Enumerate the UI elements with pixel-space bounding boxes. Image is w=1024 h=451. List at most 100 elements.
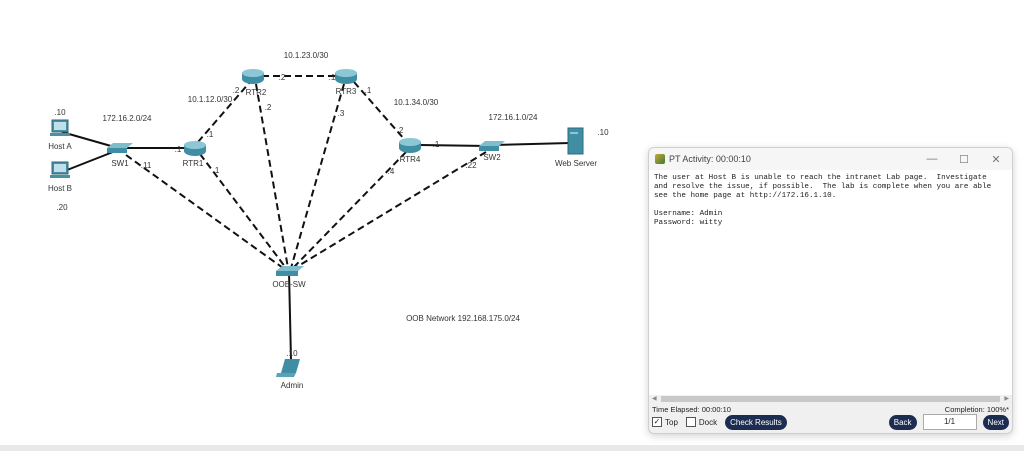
horizontal-scrollbar[interactable]: ◀ ▶ bbox=[649, 395, 1012, 403]
host-a[interactable]: Host A bbox=[48, 119, 72, 151]
dock-label: Dock bbox=[698, 417, 718, 427]
rtr1-oob-ip: .1 bbox=[213, 166, 220, 175]
status-row: Time Elapsed: 00:00:10 Completion: 100%* bbox=[652, 405, 1009, 414]
link-rtr3-rtr4 bbox=[353, 81, 406, 141]
laptop-icon bbox=[281, 359, 300, 373]
rtr4-r3-ip: .2 bbox=[397, 126, 404, 135]
pc-screen bbox=[54, 164, 66, 172]
server-slot bbox=[570, 132, 578, 134]
maximize-button[interactable]: ☐ bbox=[959, 153, 969, 166]
link-oob-rtr3 bbox=[290, 83, 345, 269]
rtr2[interactable]: RTR2 bbox=[242, 69, 267, 97]
link-oob-admin bbox=[288, 271, 292, 361]
pc-keyboard bbox=[50, 133, 70, 136]
router-top bbox=[399, 138, 421, 146]
host-b-ip: .20 bbox=[56, 203, 68, 212]
instructions-text: The user at Host B is unable to reach th… bbox=[654, 174, 992, 227]
title-bar[interactable]: PT Activity: 00:00:10 — ☐ ✕ bbox=[649, 148, 1012, 170]
switch-icon bbox=[107, 143, 133, 148]
pc-keyboard bbox=[50, 175, 70, 178]
server-icon bbox=[567, 127, 584, 155]
net23-label: 10.1.23.0/30 bbox=[284, 51, 329, 60]
admin-ip: .10 bbox=[286, 349, 298, 358]
oob-network-label: OOB Network 192.168.175.0/24 bbox=[406, 314, 520, 323]
sw1[interactable]: SW1 bbox=[107, 143, 133, 168]
router-top bbox=[184, 141, 206, 149]
sw2-oob-ip: .22 bbox=[465, 161, 477, 170]
instructions-pane[interactable]: The user at Host B is unable to reach th… bbox=[649, 170, 1012, 395]
rtr1-g-ip: .1 bbox=[175, 145, 182, 154]
rtr3-label: RTR3 bbox=[336, 87, 357, 96]
page-indicator[interactable]: 1/1 bbox=[922, 414, 977, 430]
router-top bbox=[242, 69, 264, 77]
rtr4[interactable]: RTR4 bbox=[399, 138, 421, 164]
packet-tracer-icon bbox=[655, 154, 665, 164]
rtr4-label: RTR4 bbox=[400, 155, 421, 164]
link-sw2-server bbox=[491, 142, 571, 146]
top-checkbox[interactable]: ✓ bbox=[652, 417, 662, 427]
link-oob-rtr1 bbox=[199, 153, 287, 269]
oob-sw-label: OOB-SW bbox=[272, 280, 306, 289]
admin[interactable]: Admin bbox=[276, 359, 303, 390]
scrollbar-thumb[interactable] bbox=[661, 396, 1000, 402]
top-label: Top bbox=[665, 417, 678, 427]
link-hostb-sw1 bbox=[61, 149, 119, 173]
next-button[interactable]: Next bbox=[982, 414, 1009, 430]
rtr3-oob-ip: .3 bbox=[338, 109, 345, 118]
window-title: PT Activity: 00:00:10 bbox=[669, 154, 751, 164]
switch-icon bbox=[479, 141, 505, 146]
link-oob-rtr2 bbox=[255, 83, 289, 269]
completion: Completion: 100%* bbox=[944, 405, 1009, 414]
minimize-button[interactable]: — bbox=[926, 153, 938, 165]
rtr1-r2-ip: .1 bbox=[207, 130, 214, 139]
time-elapsed: Time Elapsed: 00:00:10 bbox=[652, 405, 731, 414]
net34-label: 10.1.34.0/30 bbox=[394, 98, 439, 107]
link-rtr4-sw2 bbox=[419, 144, 489, 147]
laptop-base bbox=[276, 373, 296, 377]
rtr3-r4-ip: .1 bbox=[365, 86, 372, 95]
link-hosta-sw1 bbox=[61, 131, 119, 149]
switch-body bbox=[479, 146, 499, 151]
rtr4-g-ip: .1 bbox=[433, 140, 440, 149]
sw1-oob-ip: .11 bbox=[141, 161, 152, 170]
scroll-left-icon[interactable]: ◀ bbox=[652, 396, 657, 402]
sw2[interactable]: SW2 bbox=[479, 141, 505, 162]
router-top bbox=[335, 69, 357, 77]
scroll-right-icon[interactable]: ▶ bbox=[1004, 396, 1009, 402]
link-rtr1-rtr2 bbox=[197, 81, 251, 143]
bottom-scrollbar[interactable] bbox=[0, 445, 1024, 451]
dock-checkbox[interactable] bbox=[685, 417, 696, 427]
lan2-label: 172.16.2.0/24 bbox=[103, 114, 152, 123]
close-button[interactable]: ✕ bbox=[991, 153, 1001, 166]
web-server[interactable]: Web Server bbox=[555, 127, 597, 168]
host-b[interactable]: Host B bbox=[48, 161, 72, 193]
switch-body bbox=[107, 148, 127, 153]
net12-label: 10.1.12.0/30 bbox=[188, 95, 233, 104]
check-results-button[interactable]: Check Results bbox=[725, 414, 787, 430]
sw2-label: SW2 bbox=[483, 153, 501, 162]
link-oob-sw1 bbox=[125, 154, 284, 269]
sw1-label: SW1 bbox=[111, 159, 129, 168]
rtr2-r1-ip: .2 bbox=[233, 86, 240, 95]
rtr2-label: RTR2 bbox=[246, 88, 267, 97]
admin-label: Admin bbox=[281, 381, 304, 390]
web-server-label: Web Server bbox=[555, 159, 597, 168]
link-oob-sw2 bbox=[294, 151, 487, 269]
back-button[interactable]: Back bbox=[888, 414, 917, 430]
server-ip: .10 bbox=[597, 128, 609, 137]
oob-sw[interactable]: OOB-SW bbox=[272, 266, 306, 289]
rtr1-label: RTR1 bbox=[183, 159, 204, 168]
rtr4-oob-ip: .4 bbox=[388, 167, 395, 176]
rtr3[interactable]: RTR3 bbox=[335, 69, 357, 96]
host-b-label: Host B bbox=[48, 184, 72, 193]
controls-row: ✓ Top Dock Check Results Back 1/1 Next bbox=[652, 414, 1009, 430]
rtr3-r2-ip: .1 bbox=[329, 73, 336, 82]
link-oob-rtr4 bbox=[292, 151, 407, 269]
switch-icon bbox=[276, 266, 304, 271]
host-a-ip: .10 bbox=[54, 108, 66, 117]
links bbox=[61, 75, 571, 361]
host-a-label: Host A bbox=[48, 142, 72, 151]
rtr1[interactable]: RTR1 bbox=[183, 141, 206, 168]
pt-activity-window[interactable]: PT Activity: 00:00:10 — ☐ ✕ The user at … bbox=[648, 147, 1013, 434]
